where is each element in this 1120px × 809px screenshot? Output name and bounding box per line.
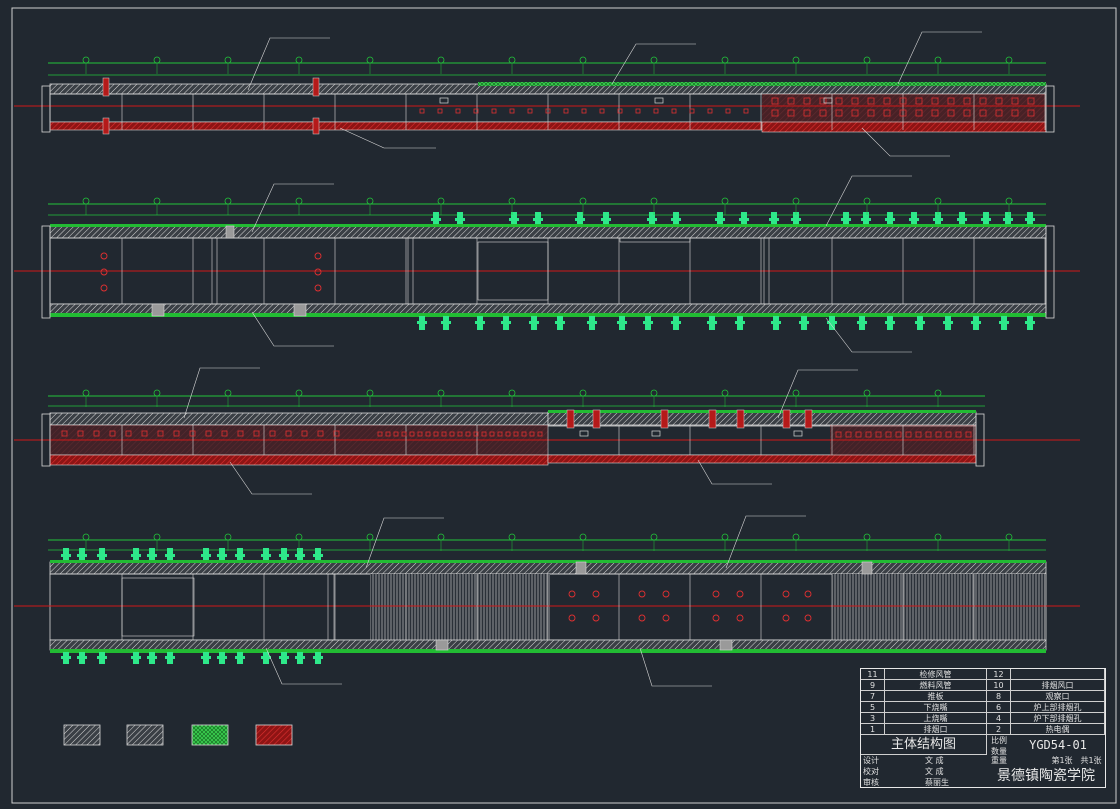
parts-list-right-no: 4: [987, 713, 1011, 723]
name-designer: 文 成: [925, 756, 944, 765]
parts-list-left-no: 9: [861, 680, 885, 690]
parts-list-right-name: 观察口: [1011, 691, 1105, 701]
section-4: [14, 515, 1080, 687]
parts-list-left-no: 1: [861, 724, 885, 734]
parts-list-left-name: 燃料风管: [885, 680, 987, 690]
parts-list-left-no: 11: [861, 669, 885, 679]
parts-list-right-no: 12: [987, 669, 1011, 679]
drawing-title: 主体结构图: [861, 735, 987, 755]
signatures: 设计 文 成 校对 文 成 审核 蔡丽生: [861, 755, 987, 788]
section-2: [14, 175, 1080, 353]
total-label: 共1张: [1080, 756, 1102, 765]
school-name: 景德镇陶瓷学院: [997, 768, 1095, 784]
parts-list-right-no: 8: [987, 691, 1011, 701]
parts-list-left-no: 5: [861, 702, 885, 712]
legend: [63, 724, 293, 746]
parts-list-right-name: 排烟风口: [1011, 680, 1105, 690]
name-reviewer: 蔡丽生: [925, 778, 949, 787]
parts-list-right-name: 炉上部排烟孔: [1011, 702, 1105, 712]
parts-list-left-no: 7: [861, 691, 885, 701]
role-designer: 设计: [863, 756, 879, 765]
parts-list-left-name: 推板: [885, 691, 987, 701]
parts-list-right-no: 2: [987, 724, 1011, 734]
weight-label: 重量: [991, 756, 1007, 765]
sheet-label: 第1张: [1051, 756, 1073, 765]
section-1: [14, 31, 1080, 157]
parts-list-right-name: 热电偶: [1011, 724, 1105, 734]
parts-list-left-name: 排烟口: [885, 724, 987, 734]
parts-list-left-name: 上烧嘴: [885, 713, 987, 723]
scale-label: 比例: [991, 736, 1007, 745]
parts-list-left-name: 检修风管: [885, 669, 987, 679]
parts-list-right-name: [1011, 669, 1105, 679]
parts-list-left-no: 3: [861, 713, 885, 723]
parts-list-right-no: 6: [987, 702, 1011, 712]
drawing-code: YGD54-01: [1029, 738, 1087, 752]
parts-list-right-name: 炉下部排烟孔: [1011, 713, 1105, 723]
section-3: [14, 367, 1080, 495]
name-checker: 文 成: [925, 767, 944, 776]
role-checker: 校对: [863, 767, 879, 776]
sheet-border: [11, 7, 1117, 804]
role-reviewer: 审核: [863, 778, 879, 787]
quantity-label: 数量: [991, 747, 1007, 756]
parts-list-right-no: 10: [987, 680, 1011, 690]
parts-list-left-name: 下烧嘴: [885, 702, 987, 712]
